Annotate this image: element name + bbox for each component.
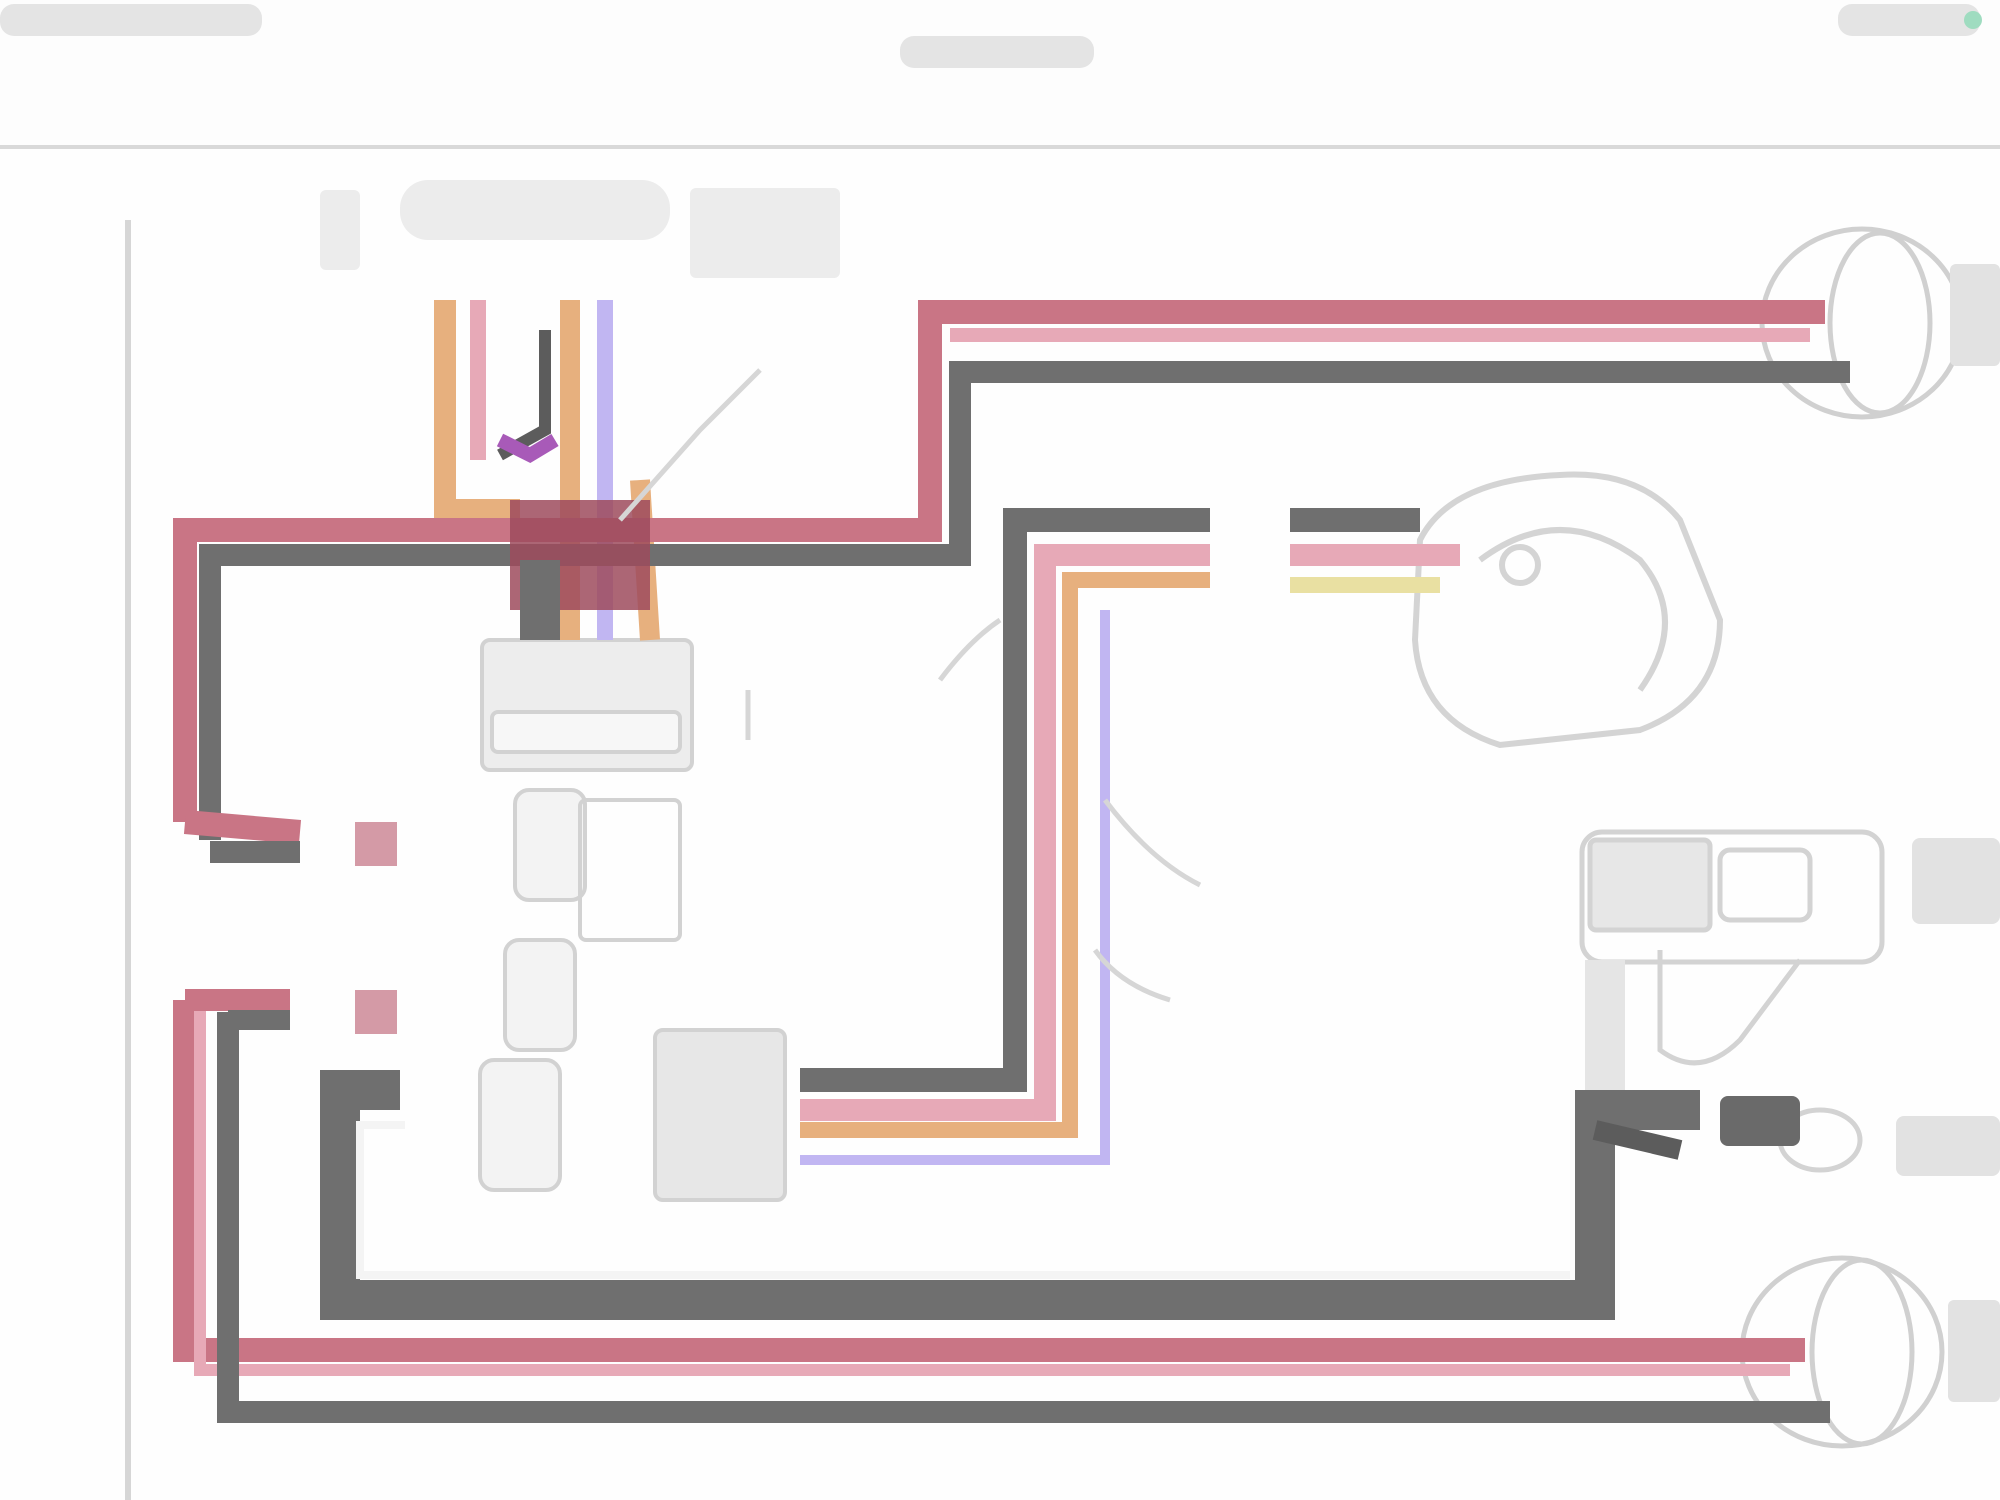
wire-red-main [173, 300, 1825, 822]
wire-white-lower [356, 1121, 1570, 1279]
page-title [900, 36, 1094, 68]
relay-block-right[interactable] [1579, 829, 2000, 1176]
wire-junction-dark [520, 560, 560, 640]
connector-left-1 [355, 822, 397, 866]
purple-accent-wire [496, 433, 559, 463]
wire-pink-bottom [194, 1000, 1790, 1376]
wire-lavender-horn [800, 610, 1110, 1165]
wire-dark-bottom [217, 1012, 1830, 1423]
wire-orange-top [434, 300, 520, 521]
wire-dark-lower [320, 1070, 1700, 1320]
horn-component[interactable] [1411, 471, 1724, 749]
top-right-label[interactable] [1838, 4, 1980, 36]
connector-left-2 [355, 990, 397, 1034]
headlight-top[interactable] [1759, 226, 2000, 420]
top-left-label[interactable] [0, 4, 262, 36]
top-connector[interactable] [320, 180, 840, 278]
wire-dark-horn [800, 508, 1210, 1092]
wire-orange-horn [800, 572, 1210, 1138]
connector-right-1 [1720, 1096, 1800, 1146]
wire-red-left-end [183, 810, 302, 844]
wire-red-bottom [173, 1000, 1805, 1362]
wire-pink-horn [800, 544, 1210, 1121]
status-indicator [1964, 11, 1982, 29]
callout-lines [618, 368, 1202, 1003]
wire-dark-main [199, 361, 1850, 840]
viewer-toolbar [0, 0, 2000, 149]
wire-dark-lower-right [1592, 1120, 1683, 1160]
fuse-module[interactable] [478, 638, 787, 1202]
